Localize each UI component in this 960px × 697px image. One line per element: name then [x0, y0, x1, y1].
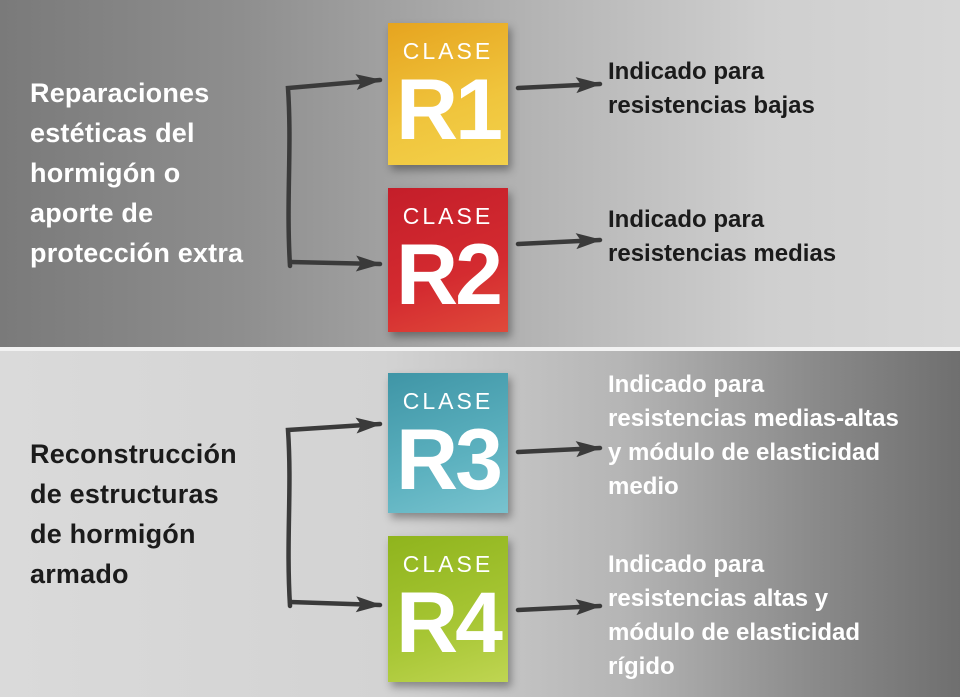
class-card-r1: CLASE R1	[388, 23, 508, 165]
class-card-r4: CLASE R4	[388, 536, 508, 682]
bracket-top-group	[285, 74, 383, 269]
class-card-r4-code: R4	[396, 575, 503, 671]
class-card-r2-code: R2	[396, 227, 503, 323]
class-card-r1-code: R1	[396, 62, 503, 158]
arrow-r1-to-description	[515, 77, 603, 94]
class-card-r3: CLASE R3	[388, 373, 508, 513]
class-card-r4-prefix: CLASE	[402, 551, 494, 577]
arrow-r2-to-description	[515, 233, 603, 250]
class-card-r3-prefix: CLASE	[402, 388, 494, 414]
bracket-top-group-lower	[287, 255, 383, 272]
arrow-r4-to-description	[515, 599, 603, 616]
arrow-r3-to-description	[515, 441, 603, 458]
section-divider	[0, 347, 960, 351]
class-card-r2-prefix: CLASE	[402, 203, 494, 229]
class-card-r3-code: R3	[396, 412, 503, 508]
bracket-bottom-group	[285, 417, 383, 609]
bracket-bottom-group-lower	[287, 596, 383, 613]
class-card-r2: CLASE R2	[388, 188, 508, 332]
class-card-r1-prefix: CLASE	[402, 38, 494, 64]
